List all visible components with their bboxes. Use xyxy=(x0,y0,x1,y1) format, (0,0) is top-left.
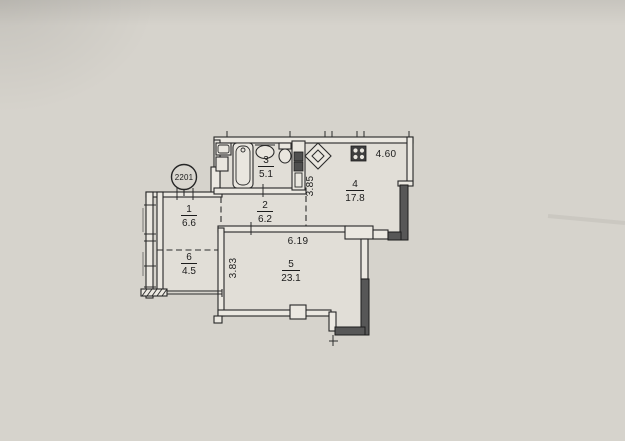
pier-room4 xyxy=(344,225,374,240)
room-6-number: 6 xyxy=(186,252,192,263)
room-labels: 1 6.6 2 6.2 3 5.1 4 17.8 5 23.1 6 4.5 xyxy=(181,155,365,284)
room-3-number: 3 xyxy=(263,155,269,166)
wall-top xyxy=(213,136,414,144)
unit-number-badge: 2201 xyxy=(170,163,198,196)
dim-kitchen-width: 4.60 xyxy=(376,149,397,160)
dimension-labels: 4.60 6.19 3.85 3.83 xyxy=(228,149,396,278)
paper-crease xyxy=(547,214,625,225)
wall-thick-right xyxy=(399,184,409,241)
toilet-icon xyxy=(278,142,292,164)
room-4-area: 17.8 xyxy=(345,193,365,204)
column-bottom-wall xyxy=(289,304,307,320)
room-5-number: 5 xyxy=(288,259,294,270)
wall-thick-room5-bottom xyxy=(334,326,366,336)
room-2-number: 2 xyxy=(262,200,268,211)
wall-bath-bottom xyxy=(213,187,307,195)
room-1-area: 6.6 xyxy=(182,218,196,229)
room-label-1: 1 6.6 xyxy=(181,204,197,229)
thick-walls xyxy=(334,184,409,336)
bathtub-icon xyxy=(232,142,254,189)
bath-cabinet xyxy=(215,156,229,172)
dim-living-width: 6.19 xyxy=(288,236,309,247)
bathroom-fixtures xyxy=(215,142,292,189)
wall-hall-room5 xyxy=(217,225,347,233)
pier-room4-small xyxy=(372,229,389,240)
wall-thick-room4-bottom xyxy=(387,231,402,241)
wall-room5-bottom xyxy=(217,309,332,317)
kitchen-fixtures xyxy=(304,142,367,170)
balcony-sill-hatch xyxy=(140,288,223,297)
room-1-number: 1 xyxy=(186,204,192,215)
vent-shaft-icon xyxy=(291,140,306,191)
wall-ticks xyxy=(176,131,410,346)
wall-right-upper xyxy=(406,136,414,186)
unit-number: 2201 xyxy=(175,173,194,182)
room-4-number: 4 xyxy=(352,179,358,190)
balcony-glazing-wall xyxy=(145,191,154,299)
dim-kitchen-depth: 3.85 xyxy=(305,176,316,197)
room-3-area: 5.1 xyxy=(259,169,273,180)
room-label-6: 6 4.5 xyxy=(181,252,197,277)
room-label-3: 3 5.1 xyxy=(258,155,274,180)
water-heater-icon xyxy=(304,142,332,170)
dashed-partitions xyxy=(157,196,307,251)
balcony-glazing xyxy=(142,204,156,288)
dim-living-depth: 3.83 xyxy=(228,258,239,279)
wall-room5-corner-foot xyxy=(213,315,223,324)
room-5-area: 23.1 xyxy=(281,273,301,284)
room-label-5: 5 23.1 xyxy=(281,259,301,284)
wall-room5-left xyxy=(217,227,225,317)
stove-icon xyxy=(350,145,367,162)
room-label-2: 2 6.2 xyxy=(257,200,273,225)
washing-machine-icon xyxy=(215,142,232,156)
wall-room5-step xyxy=(328,311,337,332)
sink-icon xyxy=(255,144,275,160)
wall-room5-right-upper xyxy=(360,238,369,280)
room-6-area: 4.5 xyxy=(182,266,196,277)
wall-left-inner xyxy=(156,191,164,291)
room-label-4: 4 17.8 xyxy=(345,179,365,204)
room-2-area: 6.2 xyxy=(258,214,272,225)
